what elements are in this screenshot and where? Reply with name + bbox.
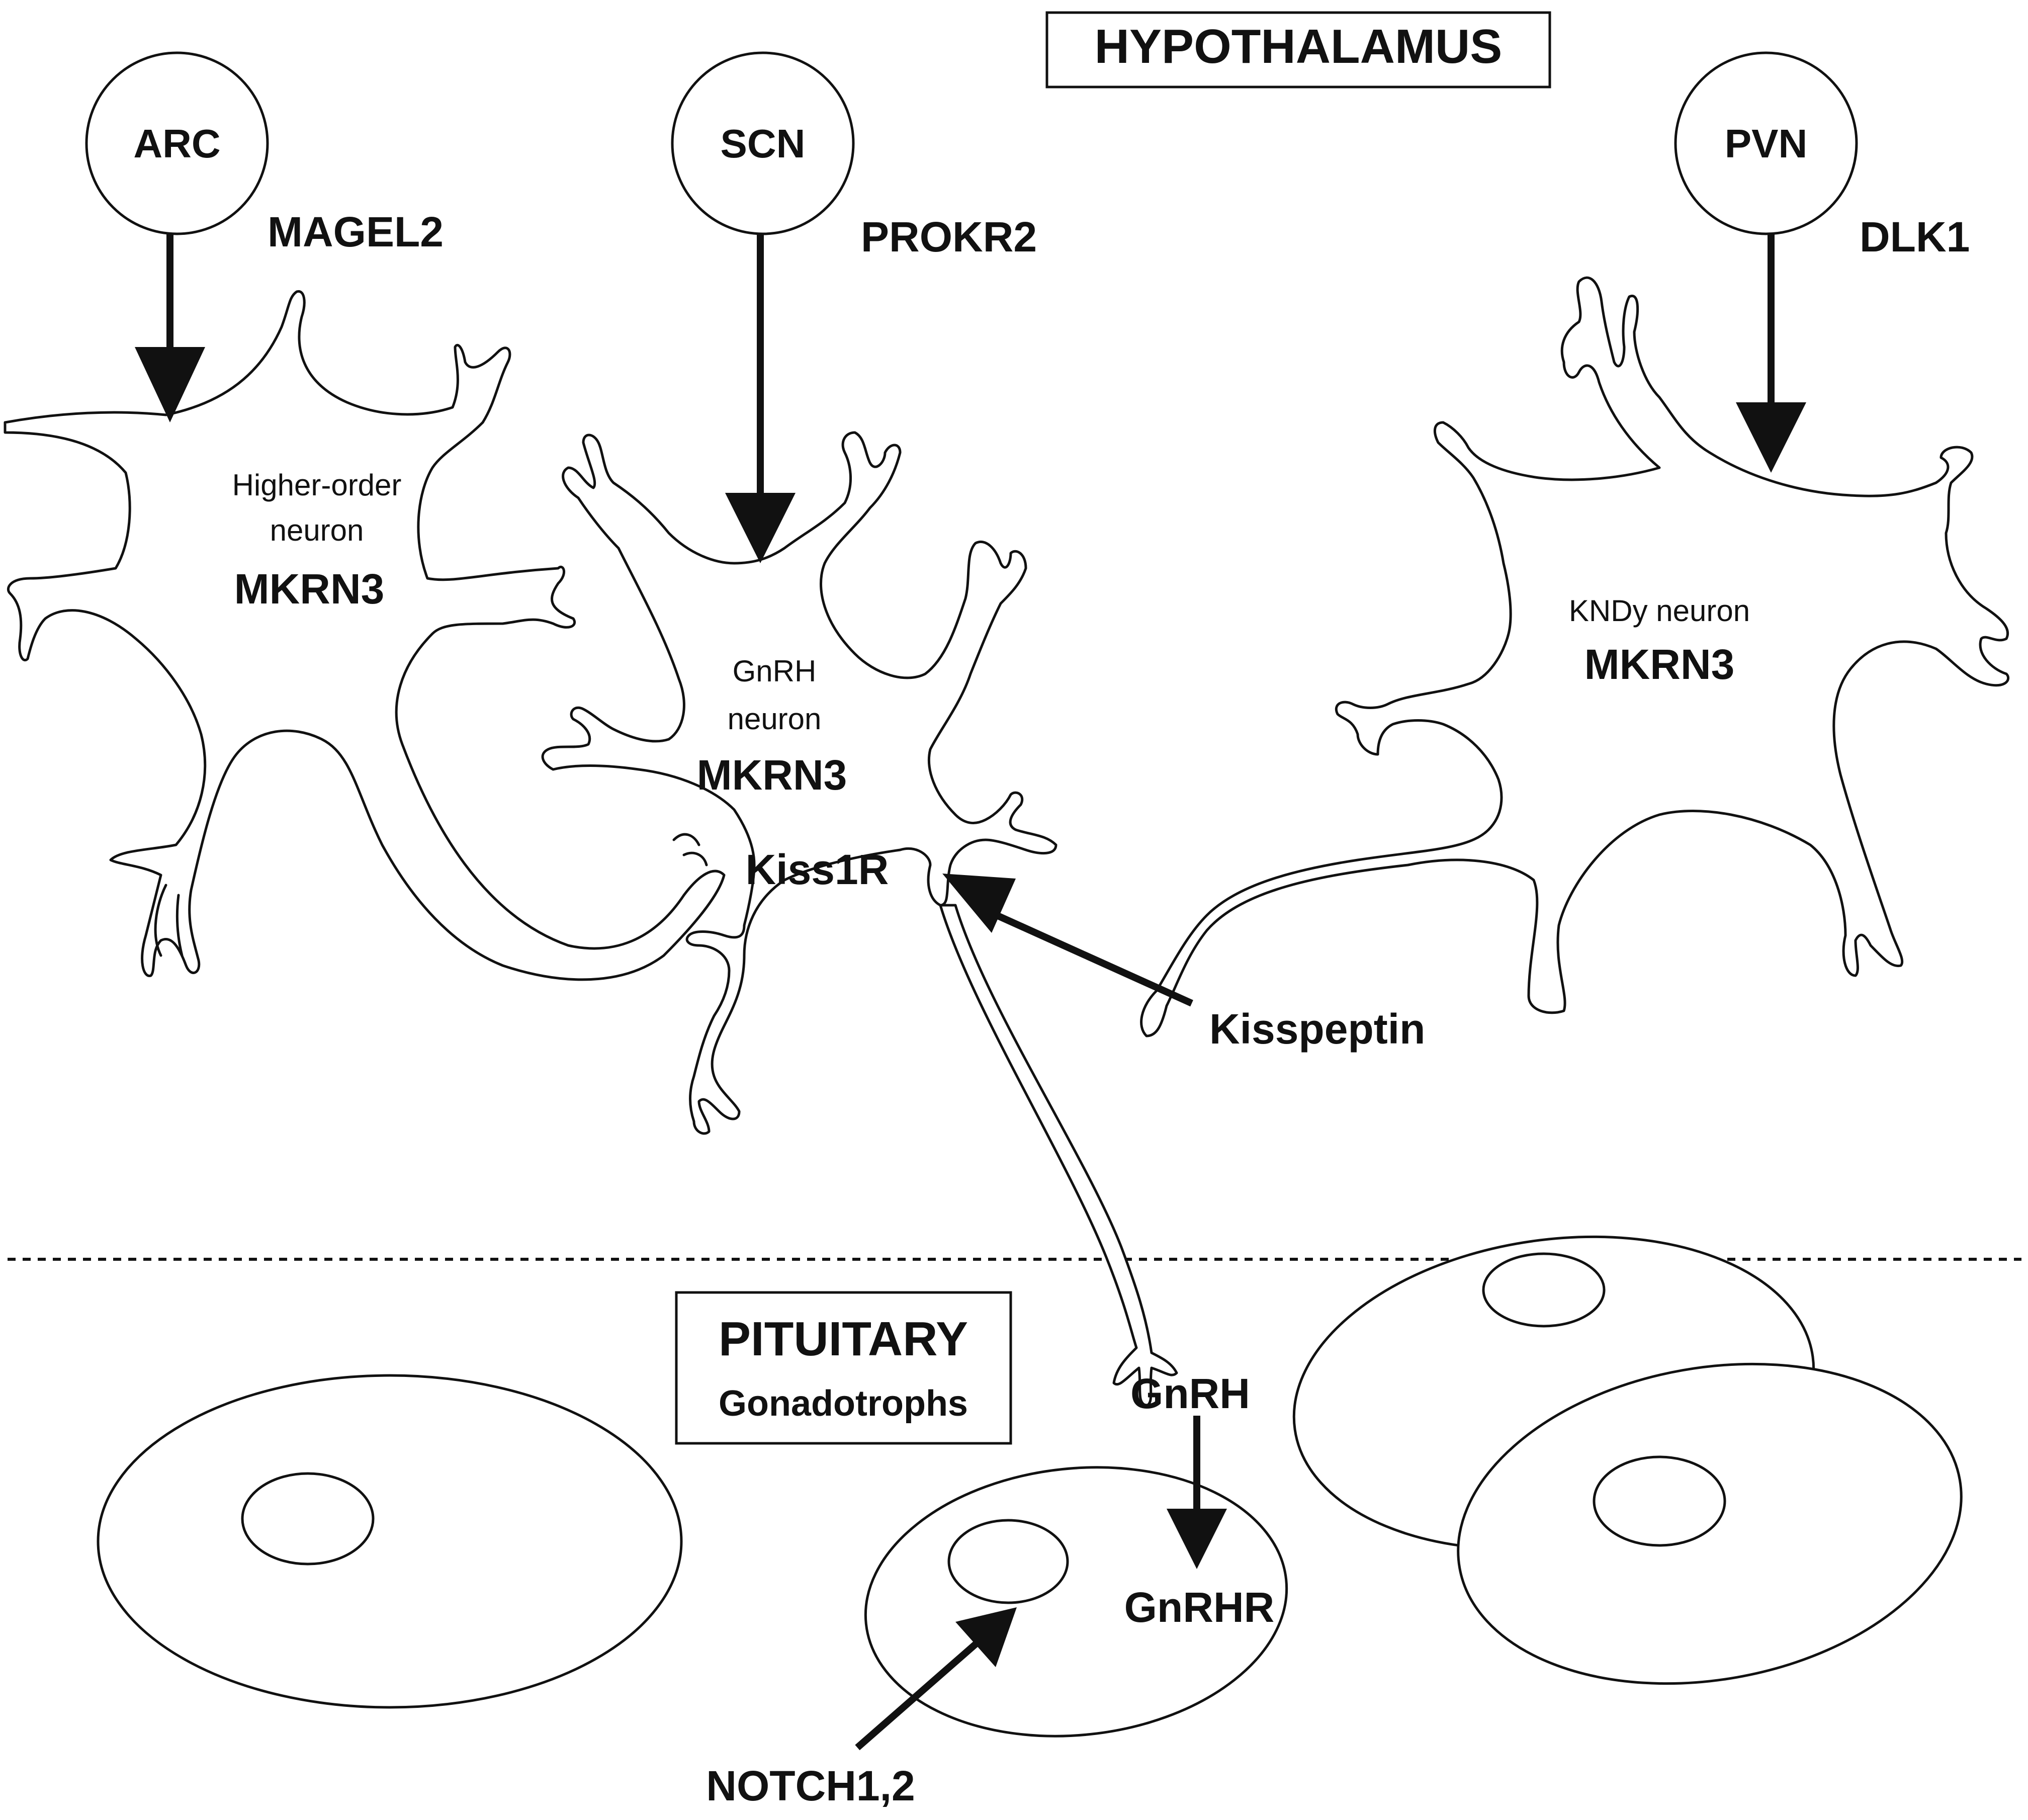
pvn-to-kndy-arrow <box>1736 234 1806 473</box>
pvn-nucleus-label: PVN <box>1725 121 1808 166</box>
kndy-neuron-label: KNDy neuron <box>1569 594 1750 628</box>
arc-nucleus: ARC <box>85 51 269 235</box>
arc-nucleus-label: ARC <box>133 121 220 166</box>
arc-to-higher-order-arrow <box>135 234 205 422</box>
nucleus <box>1482 1252 1606 1328</box>
gonadotrophs-label: Gonadotrophs <box>719 1383 968 1424</box>
hypothalamus-title-box: HYPOTHALAMUS <box>1045 11 1551 89</box>
higher-order-neuron-gene: MKRN3 <box>234 565 385 613</box>
higher-order-neuron: Higher-order neuron MKRN3 <box>4 290 726 981</box>
gnrh-neuron-gene: MKRN3 <box>697 751 847 799</box>
gnrhr-receptor-label: GnRHR <box>1124 1584 1275 1631</box>
scn-to-gnrh-arrow <box>725 234 796 563</box>
dlk1-gene-label: DLK1 <box>1860 213 1970 261</box>
gonadotroph-cell-left <box>97 1374 683 1709</box>
gnrh-neuron-label-line2: neuron <box>728 702 822 736</box>
gnrh-neuron-label-line1: GnRH <box>733 654 817 688</box>
kndy-neuron-gene: MKRN3 <box>1584 641 1735 688</box>
nucleus <box>947 1519 1069 1604</box>
pvn-nucleus: PVN <box>1674 51 1858 235</box>
higher-order-neuron-label-line2: neuron <box>270 513 364 547</box>
notch-to-gonadotroph-arrow <box>855 1607 1017 1751</box>
nucleus <box>241 1472 375 1566</box>
scn-nucleus: SCN <box>671 51 855 235</box>
hypothalamus-title: HYPOTHALAMUS <box>1095 20 1503 73</box>
gnrh-neuron: GnRH neuron MKRN3 Kiss1R <box>541 431 1178 1407</box>
nucleus <box>1593 1455 1726 1547</box>
scn-nucleus-label: SCN <box>721 121 806 166</box>
higher-order-neuron-label-line1: Higher-order <box>232 468 402 502</box>
pituitary-title: PITUITARY <box>719 1312 968 1366</box>
kndy-neuron: KNDy neuron MKRN3 <box>1140 276 2010 1037</box>
kisspeptin-to-kiss1r-arrow <box>942 874 1193 1007</box>
prokr2-gene-label: PROKR2 <box>861 213 1037 261</box>
magel2-gene-label: MAGEL2 <box>268 208 444 255</box>
gnrh-hormone-label: GnRH <box>1130 1370 1250 1417</box>
kiss1r-receptor-label: Kiss1R <box>746 846 889 893</box>
gnrh-to-gnrhr-arrow <box>1167 1416 1227 1569</box>
kisspeptin-label: Kisspeptin <box>1209 1005 1425 1053</box>
pituitary-title-box: PITUITARY Gonadotrophs <box>675 1291 1012 1445</box>
gonadotroph-cell-bottom-right <box>1457 1362 1963 1685</box>
notch-label: NOTCH1,2 <box>706 1762 915 1809</box>
